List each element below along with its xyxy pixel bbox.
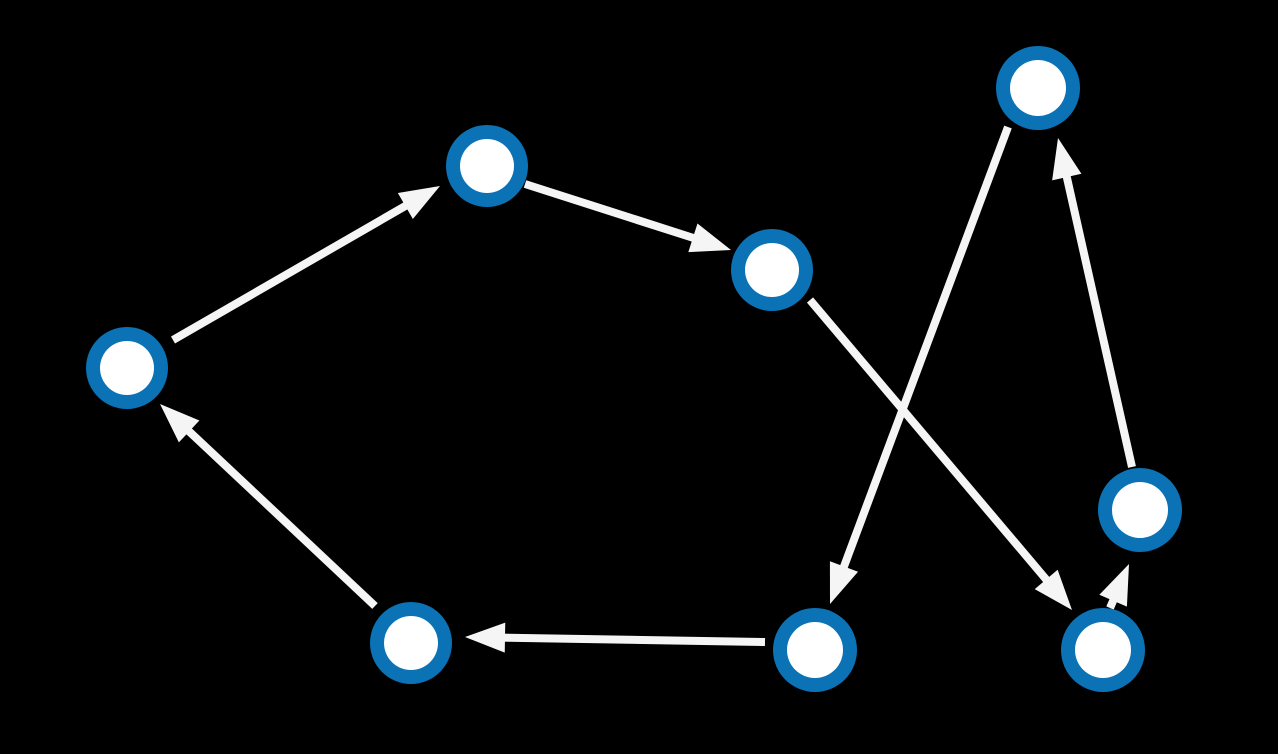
node-core-n4: [1010, 60, 1066, 116]
edge-line-e7: [498, 633, 766, 646]
graph-node-n8[interactable]: [370, 602, 452, 684]
graph-edge-e1[interactable]: [171, 186, 440, 344]
graph-node-n1[interactable]: [86, 327, 168, 409]
graph-node-n2[interactable]: [446, 125, 528, 207]
arrowhead-icon-e7: [465, 622, 506, 653]
node-layer: [86, 46, 1182, 692]
arrowhead-icon-e3: [1034, 569, 1072, 610]
node-core-n5: [1112, 482, 1168, 538]
node-core-n6: [1075, 622, 1131, 678]
graph-edge-e3[interactable]: [806, 297, 1072, 610]
graph-edge-e7[interactable]: [465, 622, 766, 653]
node-core-n1: [100, 341, 154, 395]
graph-node-n4[interactable]: [996, 46, 1080, 130]
edge-line-e1: [171, 199, 413, 344]
node-core-n7: [787, 622, 843, 678]
edge-line-e2: [523, 180, 700, 244]
node-core-n3: [745, 243, 799, 297]
graph-node-n7[interactable]: [773, 608, 857, 692]
graph-node-n6[interactable]: [1061, 608, 1145, 692]
edge-line-e5: [1061, 170, 1136, 468]
node-core-n8: [384, 616, 438, 670]
edge-line-e4: [838, 125, 1012, 574]
edge-layer: [160, 125, 1136, 653]
graph-edge-e4[interactable]: [829, 125, 1012, 604]
arrowhead-icon-e6: [1099, 564, 1129, 607]
arrowhead-icon-e8: [160, 404, 200, 443]
graph-edge-e8[interactable]: [160, 404, 378, 609]
edge-line-e3: [806, 297, 1054, 587]
arrowhead-icon-e1: [397, 186, 440, 219]
graph-node-n5[interactable]: [1098, 468, 1182, 552]
graph-edge-e5[interactable]: [1052, 138, 1136, 468]
arrowhead-icon-e4: [829, 561, 859, 604]
graph-node-n3[interactable]: [731, 229, 813, 311]
edge-line-e8: [182, 424, 378, 609]
node-core-n2: [460, 139, 514, 193]
arrowhead-icon-e5: [1052, 138, 1082, 181]
graph-edge-e2[interactable]: [523, 180, 731, 253]
arrowhead-icon-e2: [688, 223, 731, 253]
graph-edge-e6[interactable]: [1099, 564, 1129, 610]
